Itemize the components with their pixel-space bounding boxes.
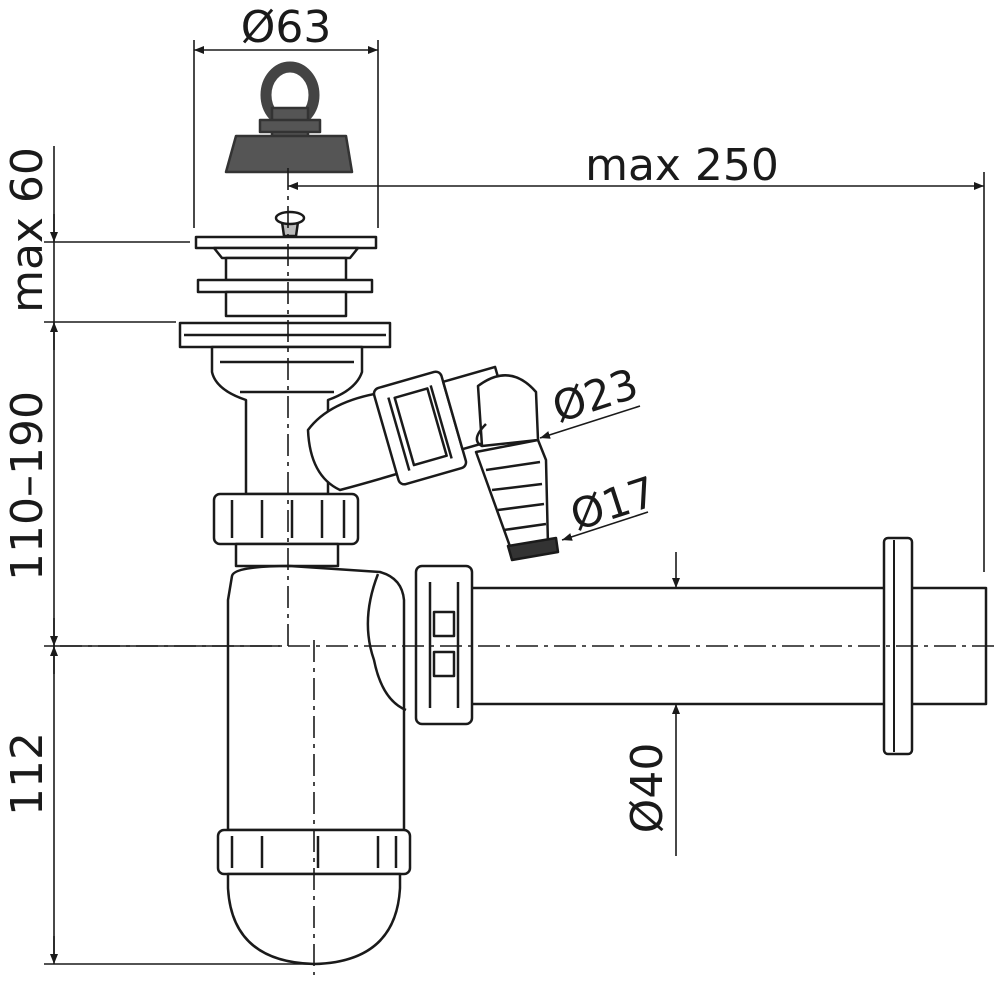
dim-adjust-height: 110–190 (2, 391, 53, 581)
dim-max-height: max 60 (2, 147, 53, 313)
dim-outlet-diameter: Ø40 (622, 743, 673, 834)
dim-hose-outer: Ø23 (547, 359, 644, 432)
dim-trap-height: 112 (2, 732, 53, 816)
dimension-lines (44, 40, 985, 965)
bottle-body (226, 564, 407, 832)
dim-hose-inner: Ø17 (565, 467, 662, 540)
drain-flange (178, 210, 392, 349)
dim-sink-diameter: Ø63 (241, 2, 332, 53)
stopper-plug (224, 61, 354, 174)
coupling-nut (212, 492, 360, 568)
dim-max-reach: max 250 (585, 140, 779, 191)
side-inlet (306, 365, 560, 562)
